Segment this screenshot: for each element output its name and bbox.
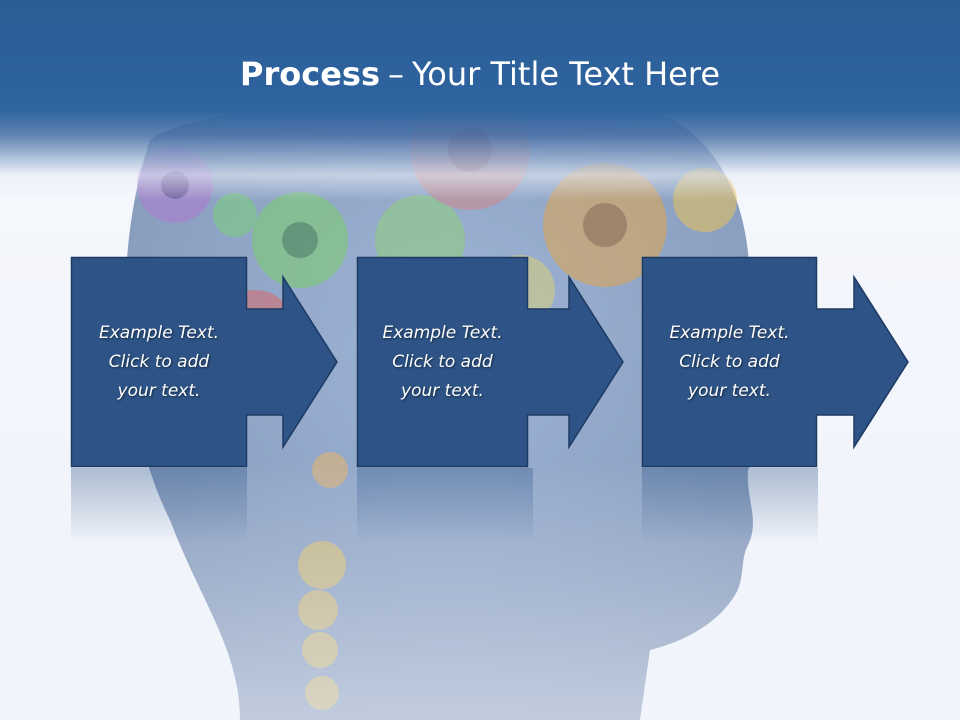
title-bar bbox=[0, 0, 960, 200]
slide-title[interactable]: Process–Your Title Text Here bbox=[0, 52, 960, 96]
step-2-reflection bbox=[357, 468, 533, 544]
step-2-line-2: Click to add bbox=[392, 351, 493, 372]
process-step-2[interactable]: Example Text. Click to add your text. bbox=[356, 256, 624, 468]
step-1-line-3: your text. bbox=[117, 380, 201, 401]
process-step-1[interactable]: Example Text. Click to add your text. bbox=[70, 256, 338, 468]
step-1-line-1: Example Text. bbox=[98, 322, 220, 343]
step-3-line-1: Example Text. bbox=[669, 322, 790, 343]
step-2-text[interactable]: Example Text. Click to add your text. bbox=[363, 319, 523, 406]
step-3-reflection bbox=[642, 468, 818, 544]
step-2-line-1: Example Text. bbox=[382, 322, 503, 343]
step-3-text[interactable]: Example Text. Click to add your text. bbox=[650, 319, 810, 406]
title-rest: Your Title Text Here bbox=[411, 55, 720, 93]
step-1-reflection bbox=[71, 468, 247, 544]
step-2-line-3: your text. bbox=[401, 380, 484, 401]
title-strong: Process bbox=[240, 55, 380, 93]
step-3-line-2: Click to add bbox=[679, 351, 780, 372]
step-1-text[interactable]: Example Text. Click to add your text. bbox=[79, 319, 239, 406]
step-2-arrow-shape bbox=[356, 256, 624, 468]
step-1-arrow-shape bbox=[70, 256, 338, 468]
process-step-3[interactable]: Example Text. Click to add your text. bbox=[641, 256, 909, 468]
step-1-line-2: Click to add bbox=[108, 351, 210, 372]
step-3-arrow-shape bbox=[641, 256, 909, 468]
step-3-line-3: your text. bbox=[688, 380, 771, 401]
title-separator: – bbox=[387, 55, 404, 93]
